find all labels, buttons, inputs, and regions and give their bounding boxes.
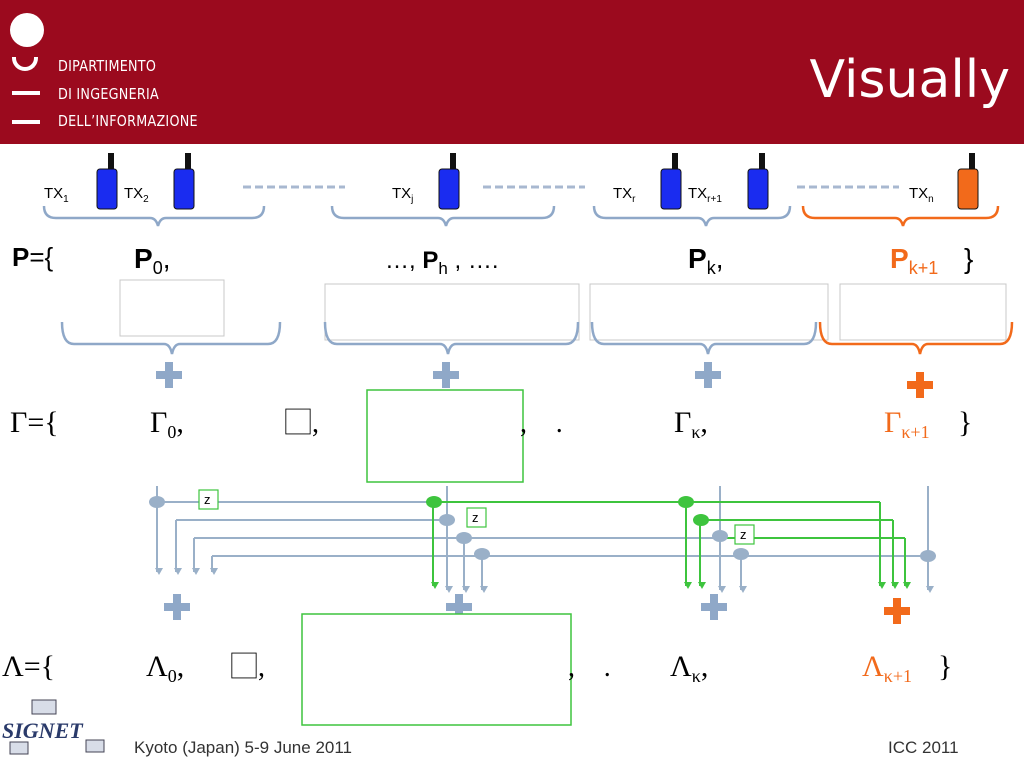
- dept-line-2: DI INGEGNERIA: [58, 85, 160, 103]
- gammak1-label: Γκ+1: [884, 406, 930, 442]
- green-lines: [431, 501, 911, 589]
- logo-circle-icon: [10, 13, 44, 47]
- footer-location: Kyoto (Japan) 5-9 June 2011: [134, 738, 352, 757]
- tx-phone-j-icon: [438, 153, 460, 210]
- gamma-mid1: ⃞,: [285, 408, 319, 439]
- ph-label: …, Ph , ….: [385, 247, 499, 278]
- gammak-label: Γκ,: [674, 406, 708, 442]
- dept-line-3: DELL’INFORMAZIONE: [58, 112, 198, 130]
- gamma-row-open: Γ={: [10, 406, 59, 439]
- logo-bar-icon: [12, 91, 40, 95]
- tx-label-r1: TXr+1: [688, 185, 722, 205]
- tx-label-1: TX1: [44, 185, 69, 205]
- lambda0-label: Λ0,: [146, 650, 184, 686]
- logo-u-icon: [12, 57, 38, 71]
- lambda-mid1: ⃞,: [231, 652, 265, 683]
- delay-box-2: z: [466, 507, 487, 528]
- delay-box-1: z: [198, 489, 219, 510]
- svg-text:z: z: [740, 527, 747, 542]
- tx-phone-r-icon: [660, 153, 682, 210]
- top-brace-orange: [801, 205, 1000, 227]
- footer-conference: ICC 2011: [888, 738, 959, 757]
- tx-label-2: TX2: [124, 185, 149, 205]
- slide-title: Visually: [809, 50, 1010, 110]
- svg-text:z: z: [472, 510, 479, 525]
- top-braces: [42, 205, 792, 227]
- mid-braces: [60, 321, 818, 355]
- mid-brace-orange: [818, 321, 1014, 355]
- lambda-mid2: , ⃞.: [568, 652, 611, 683]
- pk1-label: Pk+1: [890, 243, 938, 278]
- lambda-green-box: [301, 613, 572, 726]
- lambda-row-open: Λ={: [2, 650, 55, 683]
- tx-phone-1-icon: [96, 153, 118, 210]
- tx-label-j: TXj: [392, 185, 413, 205]
- plus-icon-orange: [907, 372, 933, 398]
- signet-logo: SIGNET: [2, 699, 105, 755]
- header-bar: DIPARTIMENTO DI INGEGNERIA DELL’INFORMAZ…: [0, 0, 1024, 144]
- logo-bar-icon: [12, 120, 40, 124]
- tx-phone-n-icon: [957, 153, 979, 210]
- tx-phone-r1-icon: [747, 153, 769, 210]
- gamma-row-close: }: [958, 406, 972, 439]
- tx-label-r: TXr: [613, 185, 636, 205]
- svg-text:z: z: [204, 492, 211, 507]
- gamma-green-box: [366, 389, 524, 483]
- lambdak1-label: Λκ+1: [862, 650, 912, 686]
- dept-line-1: DIPARTIMENTO: [58, 57, 157, 75]
- gamma0-label: Γ0,: [150, 406, 184, 442]
- tx-label-n: TXn: [909, 185, 934, 205]
- p-row-open: P={: [12, 242, 54, 272]
- pk-label: Pk,: [688, 243, 723, 278]
- p-boxes: [119, 279, 1007, 341]
- junction-dots: [149, 496, 936, 562]
- plus-icons-row1: [156, 362, 721, 388]
- plus-icons-row2: [164, 594, 727, 620]
- p-row-close: }: [964, 243, 973, 274]
- lambdak-label: Λκ,: [670, 650, 708, 686]
- lambda-row-close: }: [938, 650, 952, 683]
- svg-text:SIGNET: SIGNET: [2, 718, 84, 743]
- tx-phone-2-icon: [173, 153, 195, 210]
- gamma-mid2: , ⃞.: [520, 408, 563, 439]
- diagram-canvas: TX1 TX2 TXj TXr TXr+1 TXn P={ P0, …, Ph …: [2, 153, 1014, 755]
- p0-label: P0,: [134, 243, 170, 278]
- plus-icon-orange-2: [884, 598, 910, 624]
- delay-box-3: z: [734, 524, 755, 545]
